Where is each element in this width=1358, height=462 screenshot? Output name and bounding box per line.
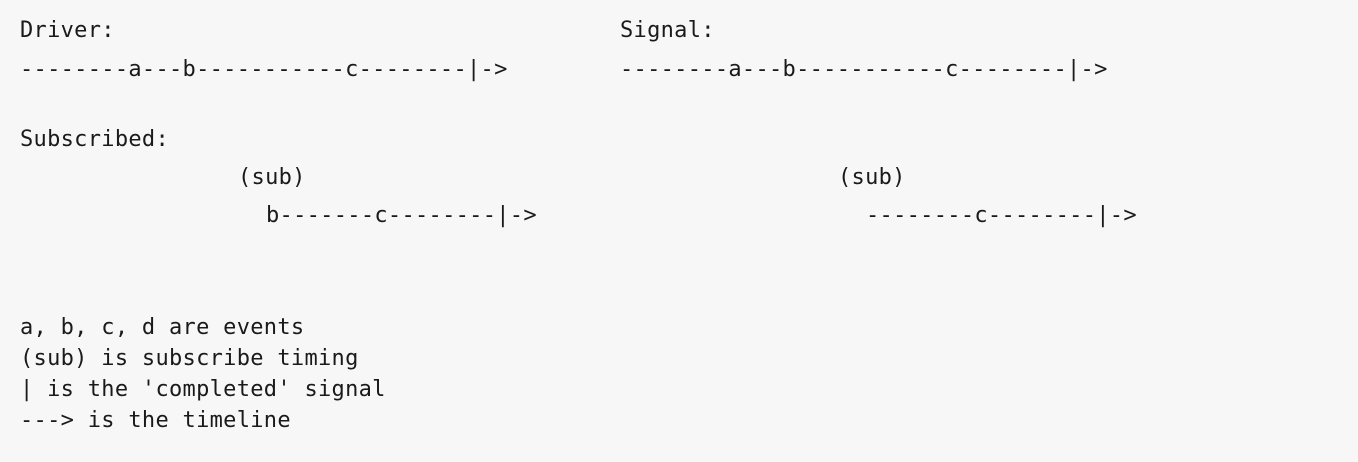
legend-completed-signal: | is the 'completed' signal xyxy=(20,377,386,402)
legend-subscribe-timing: (sub) is subscribe timing xyxy=(20,346,359,371)
driver-subscribed-timeline: b-------c--------|-> xyxy=(266,203,537,228)
subscribed-label: Subscribed: xyxy=(20,127,169,152)
driver-timeline: --------a---b-----------c--------|-> xyxy=(20,57,508,82)
legend-events: a, b, c, d are events xyxy=(20,315,305,340)
signal-timeline: --------a---b-----------c--------|-> xyxy=(620,57,1108,82)
driver-subscribe-marker: (sub) xyxy=(238,165,306,190)
driver-label: Driver: xyxy=(20,18,115,43)
signal-label: Signal: xyxy=(620,18,715,43)
signal-subscribed-timeline: --------c--------|-> xyxy=(866,203,1137,228)
signal-subscribe-marker: (sub) xyxy=(838,165,906,190)
legend-timeline: ---> is the timeline xyxy=(20,408,291,433)
